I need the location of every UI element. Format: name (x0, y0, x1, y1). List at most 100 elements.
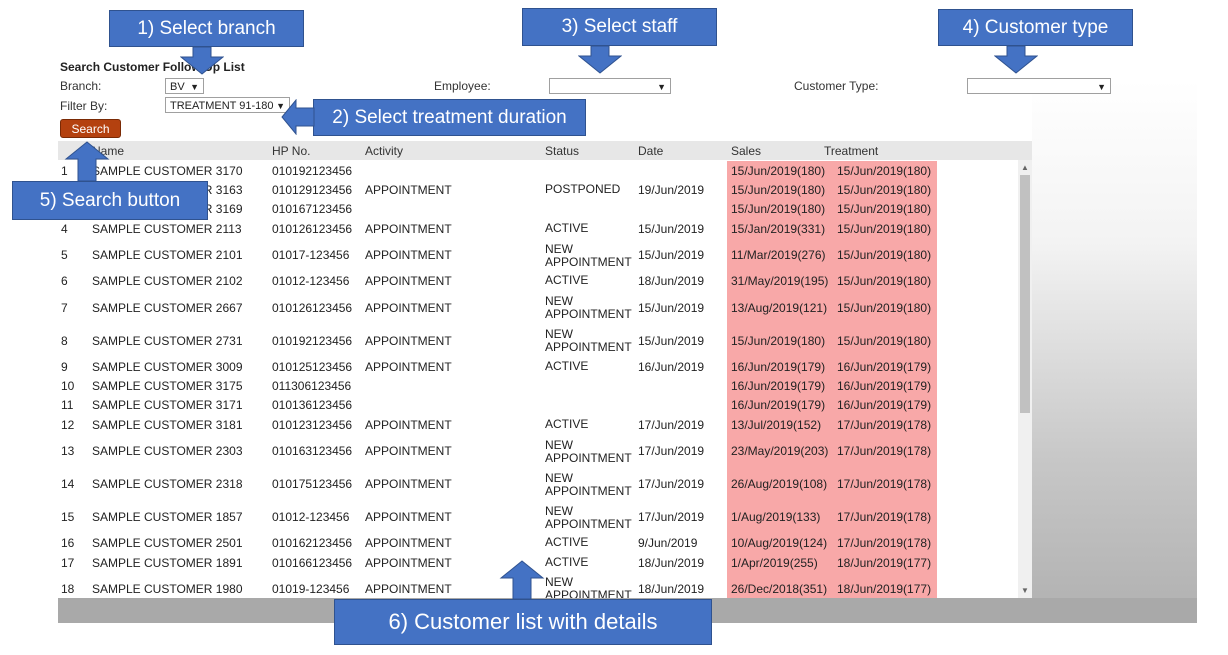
customer-type-label: Customer Type: (794, 79, 879, 93)
table-row[interactable]: 8 SAMPLE CUSTOMER 2731 010192123456 APPOINT… (58, 324, 1018, 357)
cell-name: SAMPLE CUSTOMER 2731 (92, 333, 243, 348)
customer-type-select[interactable]: ▼ (967, 78, 1111, 94)
vertical-scrollbar[interactable]: ▲ ▼ (1018, 160, 1032, 598)
cell-hp: 010136123456 (272, 398, 353, 413)
cell-date: 16/Jun/2019 (638, 359, 705, 374)
filter-select[interactable]: TREATMENT 91-180 ▼ (165, 97, 290, 113)
cell-no: 4 (61, 221, 68, 236)
cell-no: 16 (61, 536, 75, 551)
cell-treatment: 16/Jun/2019(179) (837, 379, 932, 394)
cell-sales: 26/Dec/2018(351) (731, 581, 828, 596)
highlight-cell (727, 199, 937, 220)
cell-name: SAMPLE CUSTOMER 2113 (92, 221, 242, 236)
cell-date: 19/Jun/2019 (638, 183, 705, 198)
cell-sales: 16/Jun/2019(179) (731, 359, 826, 374)
scroll-down-icon[interactable]: ▼ (1021, 586, 1029, 595)
cell-treatment: 17/Jun/2019(178) (837, 510, 932, 525)
cell-hp: 010163123456 (272, 444, 353, 459)
cell-activity: APPOINTMENT (365, 581, 452, 596)
branch-select[interactable]: BV ▼ (165, 78, 204, 94)
arrow-down-icon (180, 47, 224, 75)
cell-activity: APPOINTMENT (365, 444, 452, 459)
highlight-cell (727, 180, 937, 200)
cell-name: SAMPLE CUSTOMER 2303 (92, 444, 243, 459)
cell-name: SAMPLE CUSTOMER 2318 (92, 477, 243, 492)
cell-status: POSTPONED (545, 182, 621, 197)
cell-treatment: 18/Jun/2019(177) (837, 581, 932, 596)
cell-name: SAMPLE CUSTOMER 3009 (92, 359, 243, 374)
cell-name: SAMPLE CUSTOMER 2101 (92, 248, 243, 263)
col-treatment-header: Treatment (824, 144, 879, 158)
scroll-up-icon[interactable]: ▲ (1021, 163, 1029, 172)
cell-activity: APPOINTMENT (365, 274, 452, 289)
cell-activity: APPOINTMENT (365, 333, 452, 348)
cell-sales: 1/Apr/2019(255) (731, 555, 818, 570)
cell-activity: APPOINTMENT (365, 221, 452, 236)
highlight-cell (727, 572, 937, 598)
search-button[interactable]: Search (60, 119, 121, 138)
cell-sales: 15/Jun/2019(180) (731, 333, 826, 348)
cell-date: 9/Jun/2019 (638, 536, 698, 551)
cell-activity: APPOINTMENT (365, 183, 452, 198)
cell-hp: 010125123456 (272, 359, 353, 374)
callout-treatment-duration: 2) Select treatment duration (313, 99, 586, 136)
cell-hp: 010162123456 (272, 536, 353, 551)
cell-treatment: 16/Jun/2019(179) (837, 359, 932, 374)
callout-customer-list: 6) Customer list with details (334, 599, 712, 645)
cell-sales: 13/Aug/2019(121) (731, 300, 828, 315)
highlight-cell (727, 395, 937, 416)
highlight-cell (727, 161, 937, 181)
col-sales-header: Sales (731, 144, 762, 158)
cell-sales: 1/Aug/2019(133) (731, 510, 821, 525)
scrollbar-thumb[interactable] (1020, 175, 1030, 413)
cell-no: 8 (61, 333, 68, 348)
cell-status: ACTIVE (545, 554, 589, 569)
employee-select[interactable]: ▼ (549, 78, 671, 94)
cell-date: 15/Jun/2019 (638, 333, 705, 348)
customer-table: Name HP No. Activity Status Date Sales T… (58, 141, 1032, 598)
cell-status: ACTIVE (545, 416, 589, 431)
cell-sales: 15/Jun/2019(180) (731, 183, 826, 198)
cell-status: ACTIVE (545, 535, 589, 550)
highlight-cell (727, 376, 937, 396)
filter-label: Filter By: (60, 99, 108, 113)
cell-treatment: 16/Jun/2019(179) (837, 398, 932, 413)
cell-activity: APPOINTMENT (365, 477, 452, 492)
cell-name: SAMPLE CUSTOMER 2102 (92, 274, 243, 289)
cell-hp: 010192123456 (272, 333, 353, 348)
cell-hp: 01012-123456 (272, 510, 350, 525)
cell-treatment: 15/Jun/2019(180) (837, 183, 932, 198)
filter-select-value: TREATMENT 91-180 (170, 100, 274, 112)
highlight-cell (727, 357, 937, 377)
cell-name: SAMPLE CUSTOMER 1857 (92, 510, 243, 525)
cell-date: 18/Jun/2019 (638, 581, 705, 596)
background-gradient (1032, 80, 1197, 623)
chevron-down-icon: ▼ (1097, 82, 1106, 92)
cell-date: 15/Jun/2019 (638, 221, 705, 236)
cell-sales: 15/Jun/2019(180) (731, 163, 826, 178)
cell-date: 15/Jun/2019 (638, 248, 705, 263)
cell-sales: 10/Aug/2019(124) (731, 536, 828, 551)
cell-activity: APPOINTMENT (365, 248, 452, 263)
cell-sales: 15/Jun/2019(180) (731, 202, 826, 217)
cell-activity: APPOINTMENT (365, 359, 452, 374)
cell-no: 1 (61, 163, 68, 178)
cell-treatment: 15/Jun/2019(180) (837, 300, 932, 315)
cell-status: NEW APPOINTMENT (545, 294, 632, 321)
cell-hp: 01017-123456 (272, 248, 350, 263)
